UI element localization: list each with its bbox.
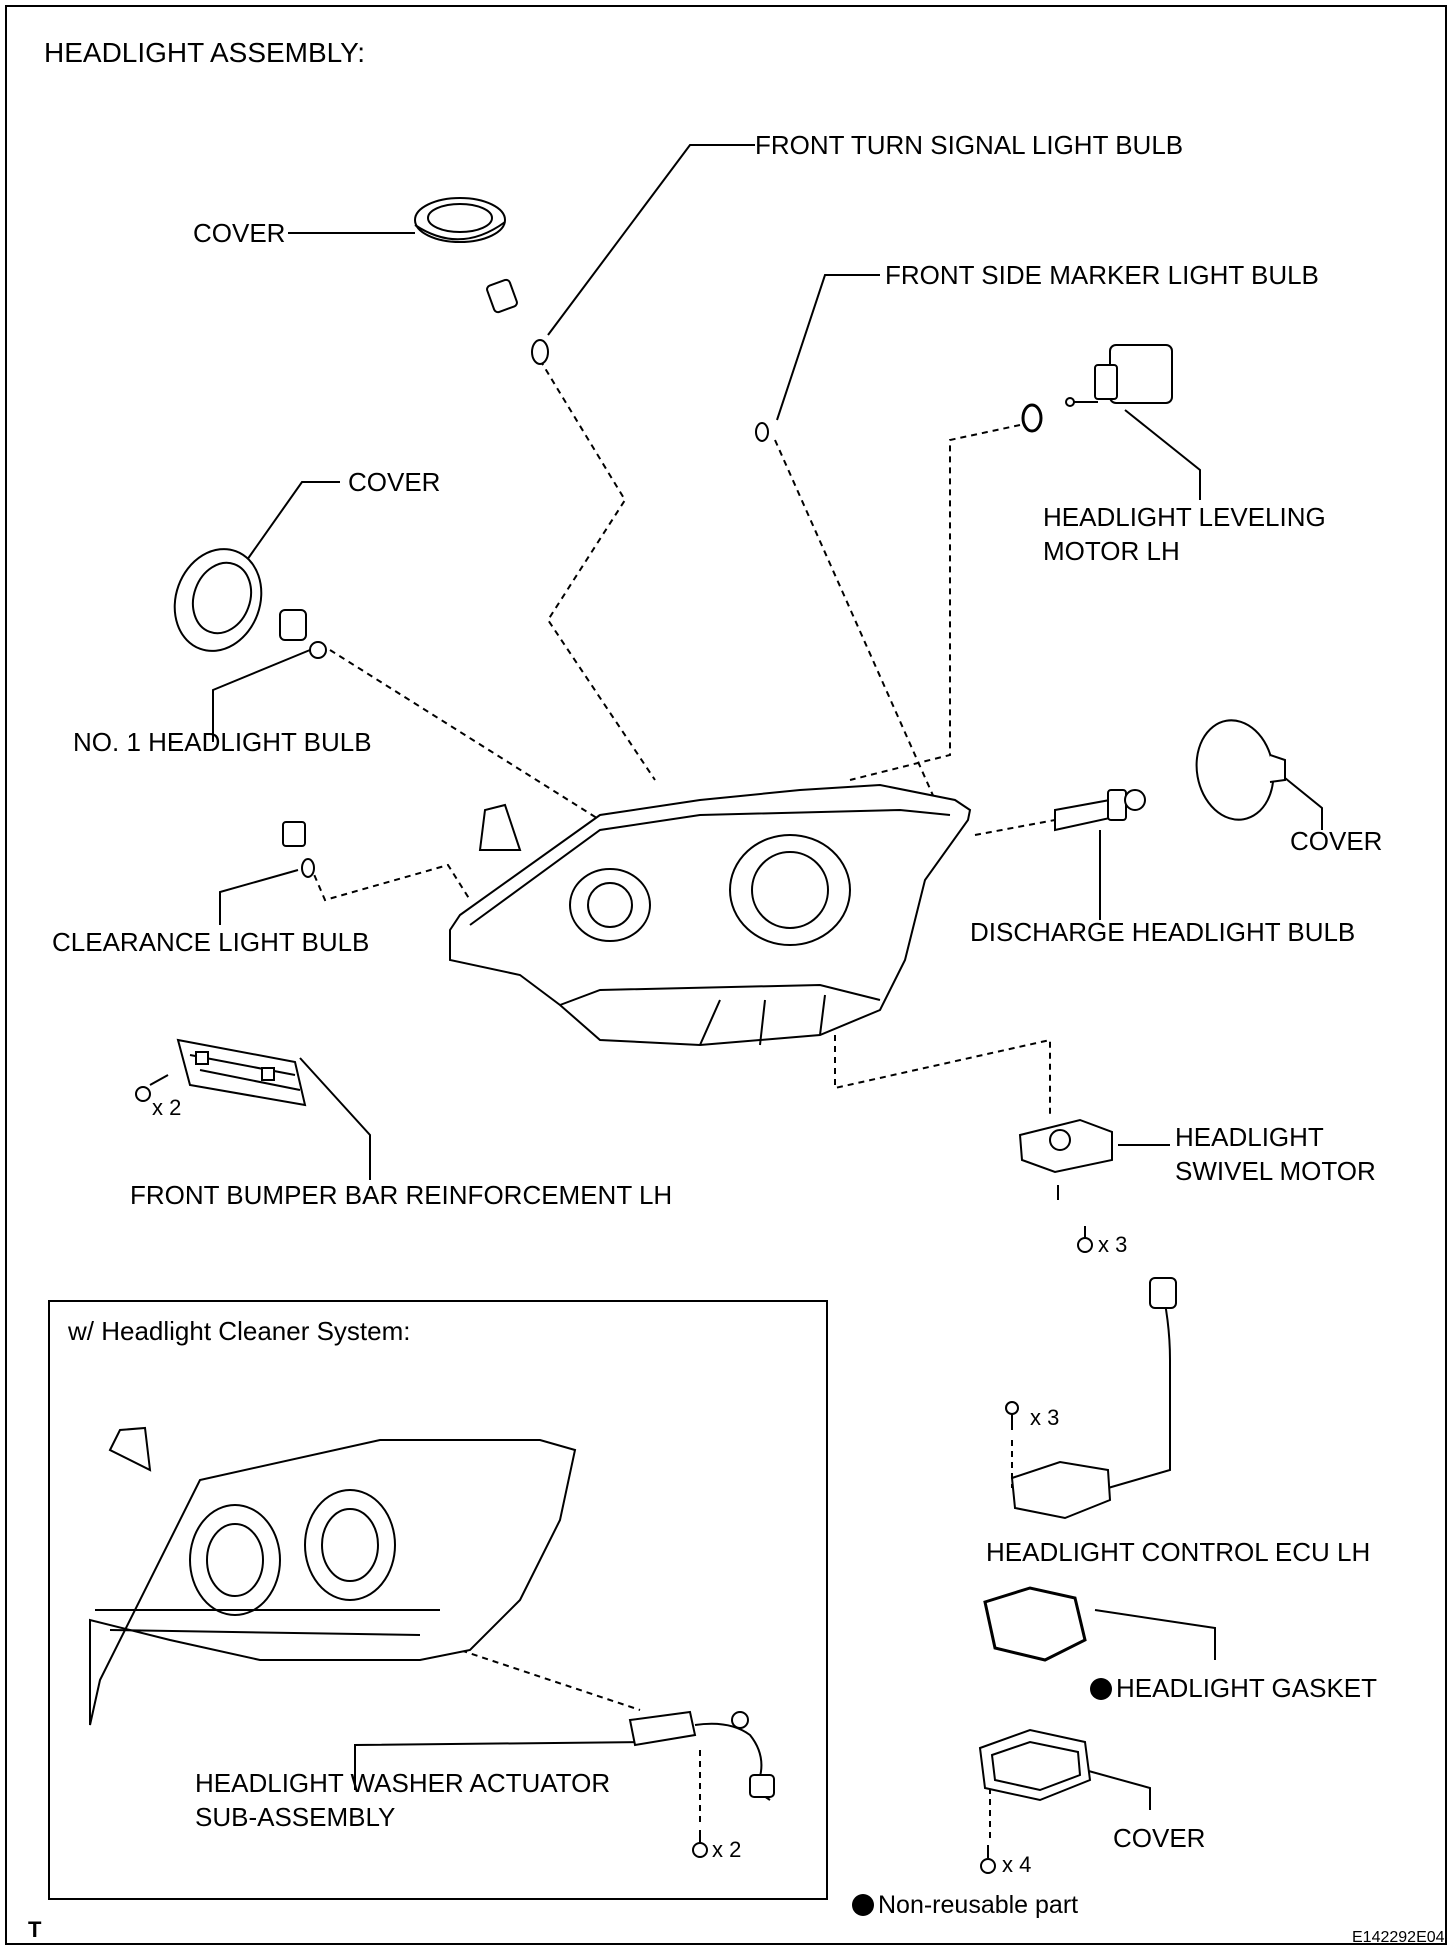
label-leveling-motor-2: MOTOR LH [1043, 536, 1180, 566]
leader-no1-bulb [212, 649, 311, 742]
cover-top-shape [414, 197, 506, 243]
turn-signal-socket-shape [486, 278, 549, 365]
qty-ecu-screws: x 3 [1030, 1405, 1060, 1430]
headlight-housing-shape [449, 783, 972, 1047]
label-no1-headlight-bulb: NO. 1 HEADLIGHT BULB [73, 727, 372, 757]
swivel-motor-shape [1018, 1118, 1113, 1174]
diagram-frame [5, 5, 1447, 1945]
dash-discharge [974, 819, 1056, 836]
cover-left-shape [173, 548, 263, 652]
non-reusable-dot-icon [1090, 1678, 1112, 1700]
diagram-title: HEADLIGHT ASSEMBLY: [44, 37, 366, 68]
label-cover-bottom: COVER [1113, 1823, 1206, 1853]
dash-clearance [309, 863, 471, 902]
label-cover-right: COVER [1290, 826, 1383, 856]
cover-right-shape [1195, 719, 1286, 821]
leader-cover-bottom [1084, 1769, 1151, 1810]
no1-bulb-shape [279, 609, 327, 659]
label-headlight-gasket: HEADLIGHT GASKET [1090, 1673, 1377, 1703]
side-marker-bulb-shape [755, 422, 769, 442]
label-discharge-headlight-bulb: DISCHARGE HEADLIGHT BULB [970, 917, 1356, 947]
leader-bumper-bar [299, 1057, 371, 1180]
gasket-shape [983, 1586, 1087, 1662]
cover-screw-shape [980, 1845, 996, 1874]
ecu-screw-shape [1005, 1401, 1019, 1430]
leader-side-marker [776, 274, 880, 421]
control-ecu-shape [1010, 1277, 1177, 1520]
headlight-cleaner-inset [48, 1300, 828, 1900]
leader-turn-signal [547, 144, 755, 336]
label-front-turn-signal-bulb: FRONT TURN SIGNAL LIGHT BULB [755, 130, 1184, 160]
inset-title: w/ Headlight Cleaner System: [68, 1316, 411, 1346]
label-clearance-light-bulb: CLEARANCE LIGHT BULB [52, 927, 370, 957]
label-cover-left: COVER [348, 467, 441, 497]
discharge-bulb-shape [1054, 789, 1146, 832]
label-washer-actuator-1: HEADLIGHT WASHER ACTUATOR [195, 1768, 611, 1798]
dash-no1-bulb [329, 649, 601, 821]
qty-swivel-screws: x 3 [1098, 1232, 1128, 1257]
washer-screw-shape [692, 1830, 708, 1858]
figure-code: E142292E04 [1352, 1929, 1445, 1946]
leader-cover-left [246, 481, 340, 561]
qty-cover-screws: x 4 [1002, 1852, 1032, 1877]
swivel-screw-shape [1077, 1226, 1093, 1253]
label-control-ecu: HEADLIGHT CONTROL ECU LH [986, 1537, 1371, 1567]
bumper-bar-shape [176, 1038, 307, 1107]
washer-actuator-shape [628, 1710, 775, 1801]
legend-dot-icon [852, 1894, 874, 1916]
dash-leveling [849, 424, 1021, 781]
o-ring-shape [1021, 403, 1043, 433]
leader-cover-right [1284, 777, 1323, 830]
legend-non-reusable: Non-reusable part [852, 1890, 1078, 1920]
leveling-motor-shape [1065, 344, 1173, 407]
leader-clearance [219, 869, 299, 925]
label-front-side-marker-bulb: FRONT SIDE MARKER LIGHT BULB [885, 260, 1319, 290]
leader-leveling-motor [1124, 409, 1201, 500]
cover-bottom-shape [978, 1728, 1092, 1802]
dash-swivel [834, 1035, 1051, 1118]
label-swivel-motor-2: SWIVEL MOTOR [1175, 1156, 1376, 1186]
bolt-shape [135, 1074, 169, 1102]
label-leveling-motor-1: HEADLIGHT LEVELING [1043, 502, 1326, 532]
label-swivel-motor-1: HEADLIGHT [1175, 1122, 1324, 1152]
dash-turn-signal [539, 359, 656, 781]
leader-gasket [1094, 1609, 1216, 1660]
label-front-bumper-bar: FRONT BUMPER BAR REINFORCEMENT LH [130, 1180, 673, 1210]
label-washer-actuator-2: SUB-ASSEMBLY [195, 1802, 396, 1832]
label-cover-top: COVER [193, 218, 286, 248]
clearance-bulb-shape [282, 821, 315, 878]
leader-washer [354, 1741, 651, 1790]
label-headlight-gasket-text: HEADLIGHT GASKET [1116, 1673, 1378, 1703]
inset-headlight-shape [89, 1426, 577, 1726]
corner-mark: T [28, 1917, 42, 1942]
qty-bumper-bolts: x 2 [152, 1095, 182, 1120]
dash-side-marker [774, 439, 936, 801]
legend-text: Non-reusable part [878, 1891, 1079, 1919]
qty-washer-screws: x 2 [712, 1837, 742, 1862]
